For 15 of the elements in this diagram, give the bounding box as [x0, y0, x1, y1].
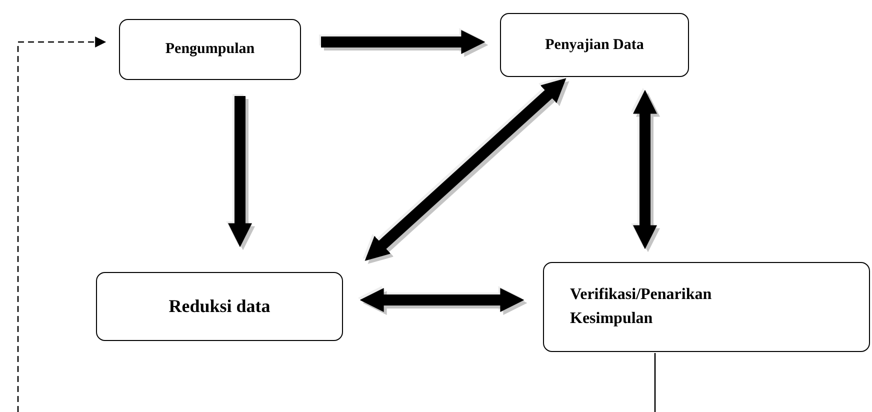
box-label: Reduksi data — [168, 295, 270, 318]
process-box — [96, 272, 343, 341]
block-double-arrow — [364, 78, 566, 261]
line — [654, 353, 656, 412]
box-label: Pengumpulan — [165, 40, 255, 60]
box-label: Penyajian Data — [545, 36, 644, 55]
process-box — [500, 13, 689, 77]
block-double-arrow — [360, 288, 524, 312]
block-arrow — [321, 30, 486, 54]
block-arrow — [228, 96, 252, 248]
block-double-arrow — [633, 90, 657, 250]
process-box — [119, 19, 301, 80]
process-box — [543, 262, 870, 352]
box-label: Verifikasi/Penarikan Kesimpulan — [570, 285, 713, 329]
dashed-arrow — [17, 36, 106, 412]
